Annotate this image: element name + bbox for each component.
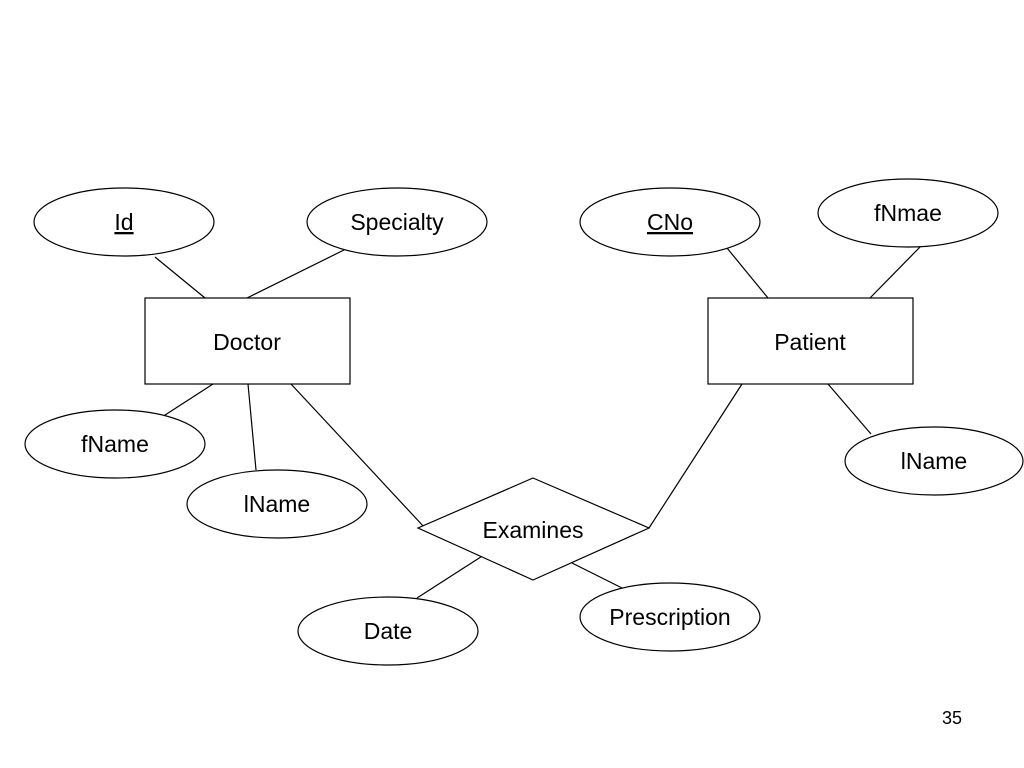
attribute-examines-date-ellipse	[297, 596, 479, 666]
edge-fnmae-patient	[869, 246, 921, 299]
attribute-doctor-fname-ellipse	[24, 409, 206, 479]
attribute-doctor-id-ellipse	[33, 187, 215, 257]
slide-number: 35	[942, 708, 962, 728]
edge-prescription-examines	[571, 562, 623, 589]
attribute-patient-cno[interactable]: CNo	[579, 187, 761, 257]
attribute-examines-prescription[interactable]: Prescription	[579, 582, 761, 652]
edge-date-examines	[416, 552, 488, 599]
relationship-examines-label: Examines	[483, 517, 584, 543]
attribute-doctor-specialty[interactable]: Specialty	[306, 187, 488, 257]
edge-doctor-examines	[290, 383, 426, 529]
attribute-examines-prescription-ellipse	[579, 582, 761, 652]
attribute-patient-lname[interactable]: lName	[844, 426, 1024, 496]
attribute-doctor-lname-label: lName	[244, 491, 310, 517]
edge-lname-patient	[827, 383, 872, 435]
entity-patient-box	[707, 297, 914, 385]
attribute-patient-lname-label: lName	[901, 448, 967, 474]
attribute-examines-date-label: Date	[364, 618, 413, 644]
attribute-doctor-lname[interactable]: lName	[186, 469, 368, 539]
attribute-patient-cno-label: CNo	[647, 209, 693, 235]
connector-lines	[154, 246, 921, 599]
edge-patient-examines	[648, 383, 743, 529]
attribute-examines-date[interactable]: Date	[297, 596, 479, 666]
attribute-doctor-id[interactable]: Id	[33, 187, 215, 257]
entity-doctor-box	[144, 297, 351, 385]
edge-specialty-doctor	[246, 246, 351, 299]
attribute-examines-prescription-label: Prescription	[609, 604, 730, 630]
relationship-examines[interactable]: Examines	[416, 477, 651, 581]
attribute-patient-cno-ellipse	[579, 187, 761, 257]
edge-id-doctor	[154, 256, 206, 299]
attribute-patient-fnmae[interactable]: fNmae	[817, 178, 999, 248]
entity-doctor[interactable]: Doctor	[144, 297, 351, 385]
attribute-patient-fnmae-label: fNmae	[874, 200, 942, 226]
edge-cno-patient	[726, 247, 769, 299]
attribute-doctor-lname-ellipse	[186, 469, 368, 539]
attribute-patient-lname-ellipse	[844, 426, 1024, 496]
relationship-examines-diamond	[416, 477, 651, 581]
attribute-doctor-fname-label: fName	[81, 431, 149, 457]
attribute-doctor-specialty-label: Specialty	[350, 209, 444, 235]
attribute-doctor-id-label: Id	[114, 209, 133, 235]
entity-patient-label: Patient	[774, 329, 846, 355]
edge-fname-doctor	[161, 383, 214, 418]
attribute-patient-fnmae-ellipse	[817, 178, 999, 248]
attribute-doctor-specialty-ellipse	[306, 187, 488, 257]
entity-doctor-label: Doctor	[213, 329, 281, 355]
entity-patient[interactable]: Patient	[707, 297, 914, 385]
attribute-doctor-fname[interactable]: fName	[24, 409, 206, 479]
edge-lname-doctor	[247, 383, 257, 471]
